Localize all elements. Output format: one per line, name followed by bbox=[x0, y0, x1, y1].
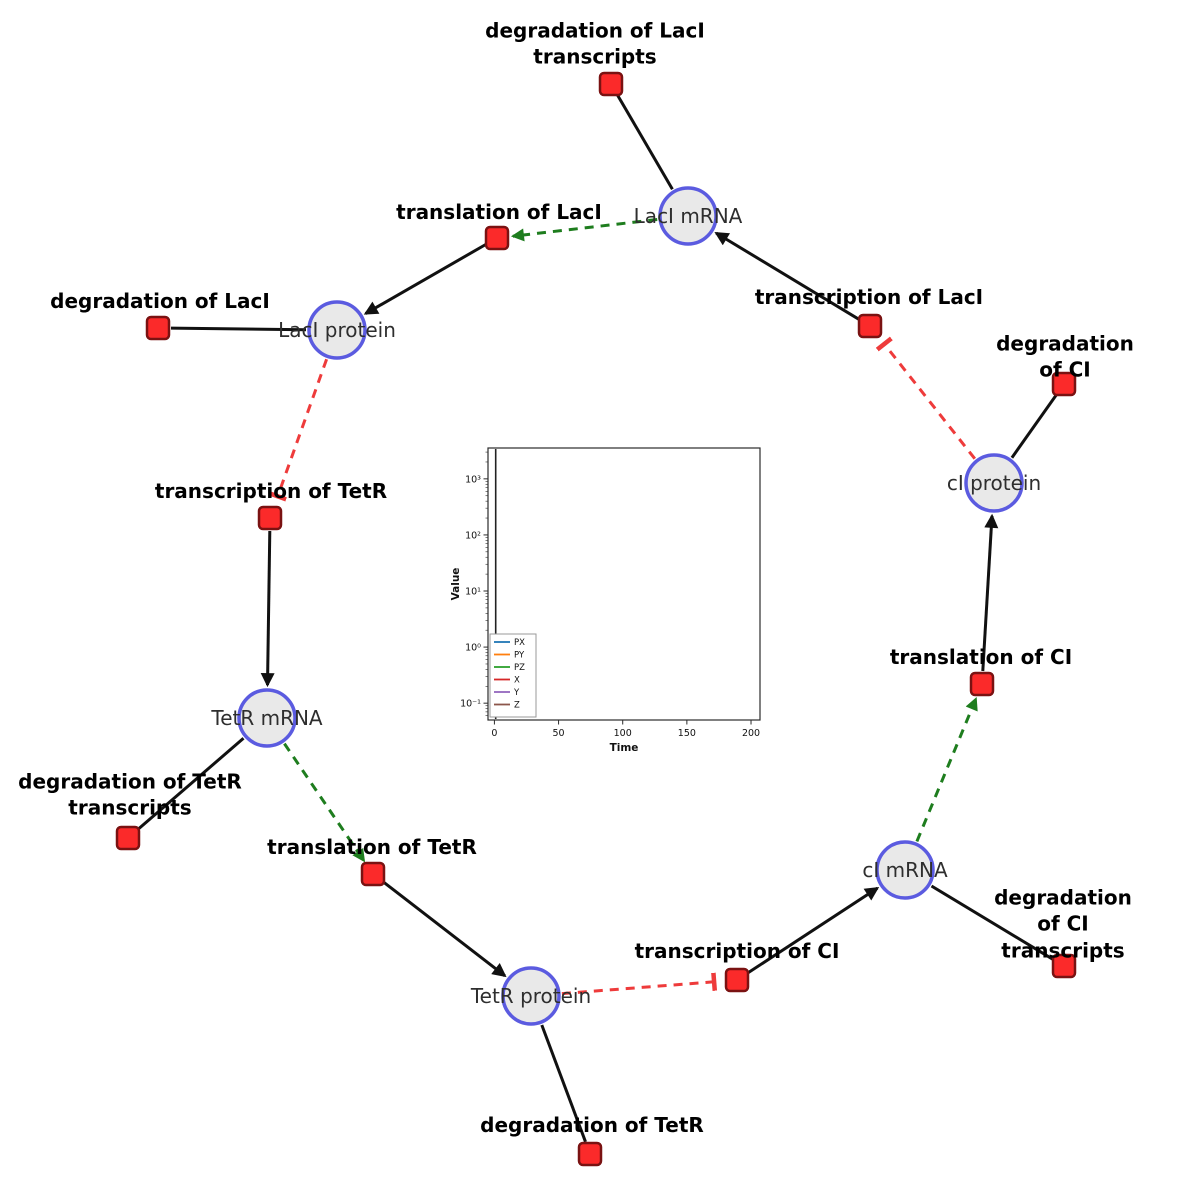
edge-consumption bbox=[616, 94, 674, 190]
y-axis-title: Value bbox=[450, 568, 462, 601]
x-tick-label: 150 bbox=[678, 728, 696, 739]
species-node-ci-mrna bbox=[875, 840, 935, 900]
y-tick-label: 10³ bbox=[465, 474, 481, 485]
reaction-node-deg-laci-transcripts bbox=[598, 71, 624, 97]
legend-label-Y: Y bbox=[513, 688, 520, 698]
x-tick-label: 0 bbox=[491, 728, 497, 739]
x-tick-label: 50 bbox=[553, 728, 565, 739]
x-axis-title: Time bbox=[610, 742, 639, 754]
edge-consumption bbox=[540, 1024, 587, 1143]
edge-modifier bbox=[915, 696, 978, 842]
edge-production bbox=[981, 513, 999, 672]
edge-consumption bbox=[930, 884, 1054, 961]
edge-inhibition bbox=[268, 358, 329, 502]
y-tick-label: 10⁰ bbox=[465, 643, 481, 654]
nodes-layer bbox=[115, 71, 1077, 1167]
reaction-node-deg-tetr-transcripts bbox=[115, 825, 141, 851]
legend-label-PZ: PZ bbox=[514, 663, 525, 673]
edge-consumption bbox=[170, 326, 307, 332]
legend-label-PY: PY bbox=[514, 651, 525, 661]
edge-production bbox=[382, 880, 507, 978]
edges-layer bbox=[136, 94, 1058, 1143]
reaction-node-translation-laci bbox=[484, 225, 510, 251]
edge-modifier bbox=[510, 218, 658, 242]
edge-inhibition bbox=[875, 336, 976, 460]
legend-label-PX: PX bbox=[514, 638, 525, 648]
y-tick-label: 10⁻¹ bbox=[460, 699, 481, 710]
edge-inhibition bbox=[561, 972, 718, 996]
reaction-node-deg-tetr bbox=[577, 1141, 603, 1167]
reaction-node-deg-ci-transcripts bbox=[1051, 953, 1077, 979]
x-tick-label: 100 bbox=[614, 728, 632, 739]
y-tick-label: 10² bbox=[465, 530, 481, 541]
legend-label-Z: Z bbox=[514, 701, 520, 711]
reaction-node-deg-ci bbox=[1051, 371, 1077, 397]
reaction-node-translation-tetr bbox=[360, 861, 386, 887]
y-tick-label: 10¹ bbox=[465, 587, 481, 598]
chart-legend: PX PY PZ XYZ bbox=[489, 633, 537, 718]
edge-modifier bbox=[283, 742, 366, 863]
species-node-tetr-protein bbox=[501, 966, 561, 1026]
edge-consumption bbox=[1010, 393, 1058, 459]
reaction-node-translation-ci bbox=[969, 671, 995, 697]
edge-production bbox=[363, 243, 487, 315]
edge-consumption bbox=[136, 737, 245, 831]
edge-production bbox=[747, 886, 880, 975]
edge-production bbox=[714, 231, 860, 321]
legend-label-X: X bbox=[514, 676, 520, 686]
x-tick-label: 200 bbox=[742, 728, 760, 739]
reaction-node-transcription-ci bbox=[724, 967, 750, 993]
edge-production bbox=[260, 530, 275, 688]
species-node-ci-protein bbox=[964, 453, 1024, 513]
reaction-node-deg-laci bbox=[145, 315, 171, 341]
species-node-laci-mrna bbox=[658, 186, 718, 246]
reaction-node-transcription-laci bbox=[857, 313, 883, 339]
reaction-node-transcription-tetr bbox=[257, 505, 283, 531]
species-node-laci-protein bbox=[307, 300, 367, 360]
species-node-tetr-mrna bbox=[237, 688, 297, 748]
